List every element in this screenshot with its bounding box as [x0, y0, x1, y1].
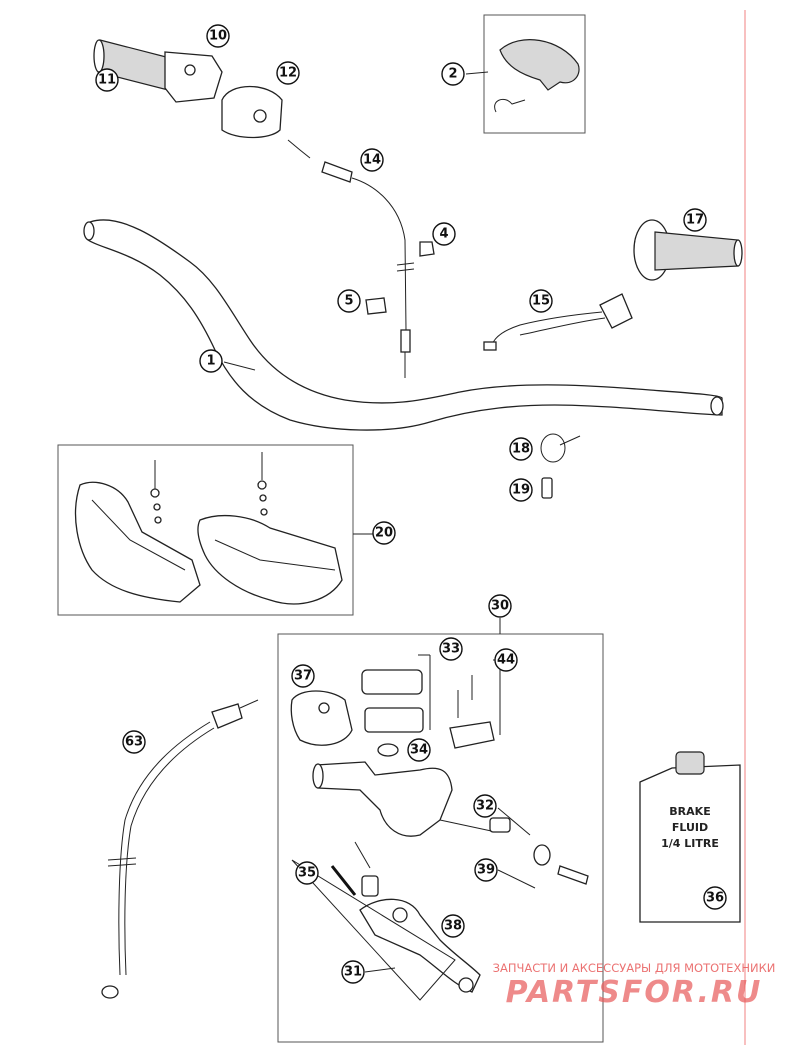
- clip-part-5: [365, 297, 387, 315]
- left-grip-part-17: [633, 219, 743, 281]
- throttle-cable-part-14: [287, 139, 415, 378]
- callout-1: 1: [199, 349, 223, 373]
- callout-63: 63: [122, 730, 146, 754]
- brake-fluid-bottle-part-36: [639, 751, 741, 923]
- callout-12: 12: [276, 61, 300, 85]
- bottle-label-line-3: 1/4 LITRE: [661, 837, 719, 850]
- callout-17: 17: [683, 208, 707, 232]
- cover-hole: [253, 109, 267, 123]
- kill-switch-part-15: [483, 293, 633, 351]
- part-30-box: [277, 633, 604, 1043]
- svg-text:1: 1: [206, 354, 215, 369]
- svg-text:36: 36: [706, 891, 724, 906]
- svg-text:15: 15: [532, 294, 550, 309]
- clutch-cable-part-63: [101, 699, 259, 999]
- svg-text:34: 34: [410, 743, 428, 758]
- svg-text:32: 32: [476, 799, 494, 814]
- callout-33: 33: [439, 637, 463, 661]
- callout-14: 14: [360, 148, 384, 172]
- part-20-box: [57, 444, 354, 616]
- callout-39: 39: [474, 858, 498, 882]
- callout-44: 44: [494, 648, 518, 672]
- callout-15: 15: [529, 289, 553, 313]
- handlebar-part-1: [83, 219, 724, 431]
- tie-tail: [559, 435, 581, 446]
- svg-text:19: 19: [512, 483, 530, 498]
- throttle-cover-part-12: [221, 86, 283, 139]
- callout-37: 37: [291, 664, 315, 688]
- callout-36: 36: [703, 886, 727, 910]
- svg-text:33: 33: [442, 642, 460, 657]
- handguard-set-part-20: [74, 452, 343, 605]
- cable-tie-part-18: [540, 433, 566, 463]
- part-2-box: [483, 14, 586, 134]
- svg-text:14: 14: [363, 153, 381, 168]
- callout-10: 10: [206, 24, 230, 48]
- callout-32: 32: [473, 794, 497, 818]
- master-cylinder-assembly: [290, 669, 589, 1001]
- svg-text:17: 17: [686, 213, 704, 228]
- leader-lines: [223, 71, 536, 973]
- svg-text:39: 39: [477, 863, 495, 878]
- svg-text:12: 12: [279, 66, 297, 81]
- callout-20: 20: [372, 521, 396, 545]
- svg-text:4: 4: [439, 227, 448, 242]
- bottle-label-line-2: FLUID: [672, 821, 708, 834]
- throttle-grip-assembly: [93, 39, 223, 103]
- svg-text:2: 2: [448, 67, 457, 82]
- svg-text:18: 18: [512, 442, 530, 457]
- svg-text:11: 11: [98, 73, 116, 88]
- bottle-label-line-1: BRAKE: [669, 805, 710, 818]
- watermark-brand: PARTSFOR.RU: [506, 975, 763, 1010]
- watermark-tagline: ЗАПЧАСТИ И АКСЕССУАРЫ ДЛЯ МОТОТЕХНИКИ: [493, 961, 776, 975]
- svg-text:44: 44: [497, 653, 515, 668]
- callout-35: 35: [295, 861, 319, 885]
- svg-text:10: 10: [209, 29, 227, 44]
- svg-text:20: 20: [375, 526, 393, 541]
- callout-11: 11: [95, 68, 119, 92]
- callout-19: 19: [509, 478, 533, 502]
- svg-text:37: 37: [294, 669, 312, 684]
- callout-30: 30: [488, 594, 512, 618]
- hand-guard-part-2: [499, 39, 580, 91]
- sleeve-part-19: [541, 477, 553, 499]
- callout-18: 18: [509, 437, 533, 461]
- svg-text:31: 31: [344, 965, 362, 980]
- svg-text:38: 38: [444, 919, 462, 934]
- callout-31: 31: [341, 960, 365, 984]
- callout-4: 4: [432, 222, 456, 246]
- callout-5: 5: [337, 289, 361, 313]
- svg-text:30: 30: [491, 599, 509, 614]
- svg-text:35: 35: [298, 866, 316, 881]
- svg-text:5: 5: [344, 294, 353, 309]
- cable-tie: [494, 98, 526, 113]
- svg-text:63: 63: [125, 735, 143, 750]
- callout-38: 38: [441, 914, 465, 938]
- adjuster-part-4: [419, 241, 435, 257]
- callout-34: 34: [407, 738, 431, 762]
- callout-2: 2: [441, 62, 465, 86]
